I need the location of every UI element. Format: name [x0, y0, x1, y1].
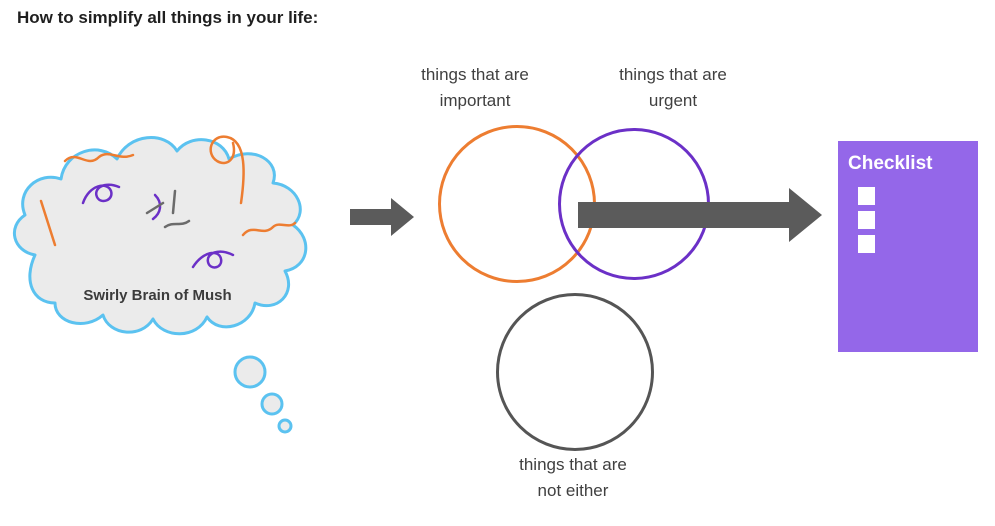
- checklist-title: Checklist: [848, 153, 933, 174]
- venn-circle-not-either: [496, 293, 654, 451]
- brain-squiggle-orange-line: [39, 199, 57, 247]
- arrow-cloud-to-venn: [350, 198, 414, 236]
- thought-bubble-medium: [260, 392, 284, 416]
- brain-squiggle-orange-wave2: [241, 221, 297, 237]
- cloud-shape: [13, 136, 308, 336]
- brain-squiggle-purple-loop: [81, 183, 121, 205]
- checklist-box-3: [858, 235, 875, 253]
- thought-cloud: [13, 135, 308, 434]
- brain-squiggle-purple-loop2: [191, 250, 235, 269]
- brain-squiggle-purple-curve: [151, 193, 162, 221]
- cloud-label: Swirly Brain of Mush: [83, 287, 232, 304]
- brain-squiggle-gray-line: [171, 189, 177, 215]
- thought-bubble-large: [233, 355, 267, 389]
- brain-squiggle-orange-wave: [63, 152, 135, 163]
- checklist-box-1: [858, 187, 875, 205]
- label-urgent: things that are urgent: [619, 65, 727, 110]
- label-not-either: things that are not either: [519, 455, 627, 500]
- thought-bubble-small: [277, 418, 293, 434]
- venn-circle-urgent: [558, 128, 710, 280]
- label-important: things that are important: [421, 65, 529, 110]
- brain-squiggle-gray-tick: [145, 201, 165, 215]
- checklist-panel: Checklist: [838, 141, 978, 352]
- checklist-box-2: [858, 211, 875, 229]
- brain-squiggle-gray-wave: [163, 219, 191, 229]
- page-title: How to simplify all things in your life:: [17, 8, 319, 27]
- brain-squiggle-orange-loop: [209, 135, 245, 205]
